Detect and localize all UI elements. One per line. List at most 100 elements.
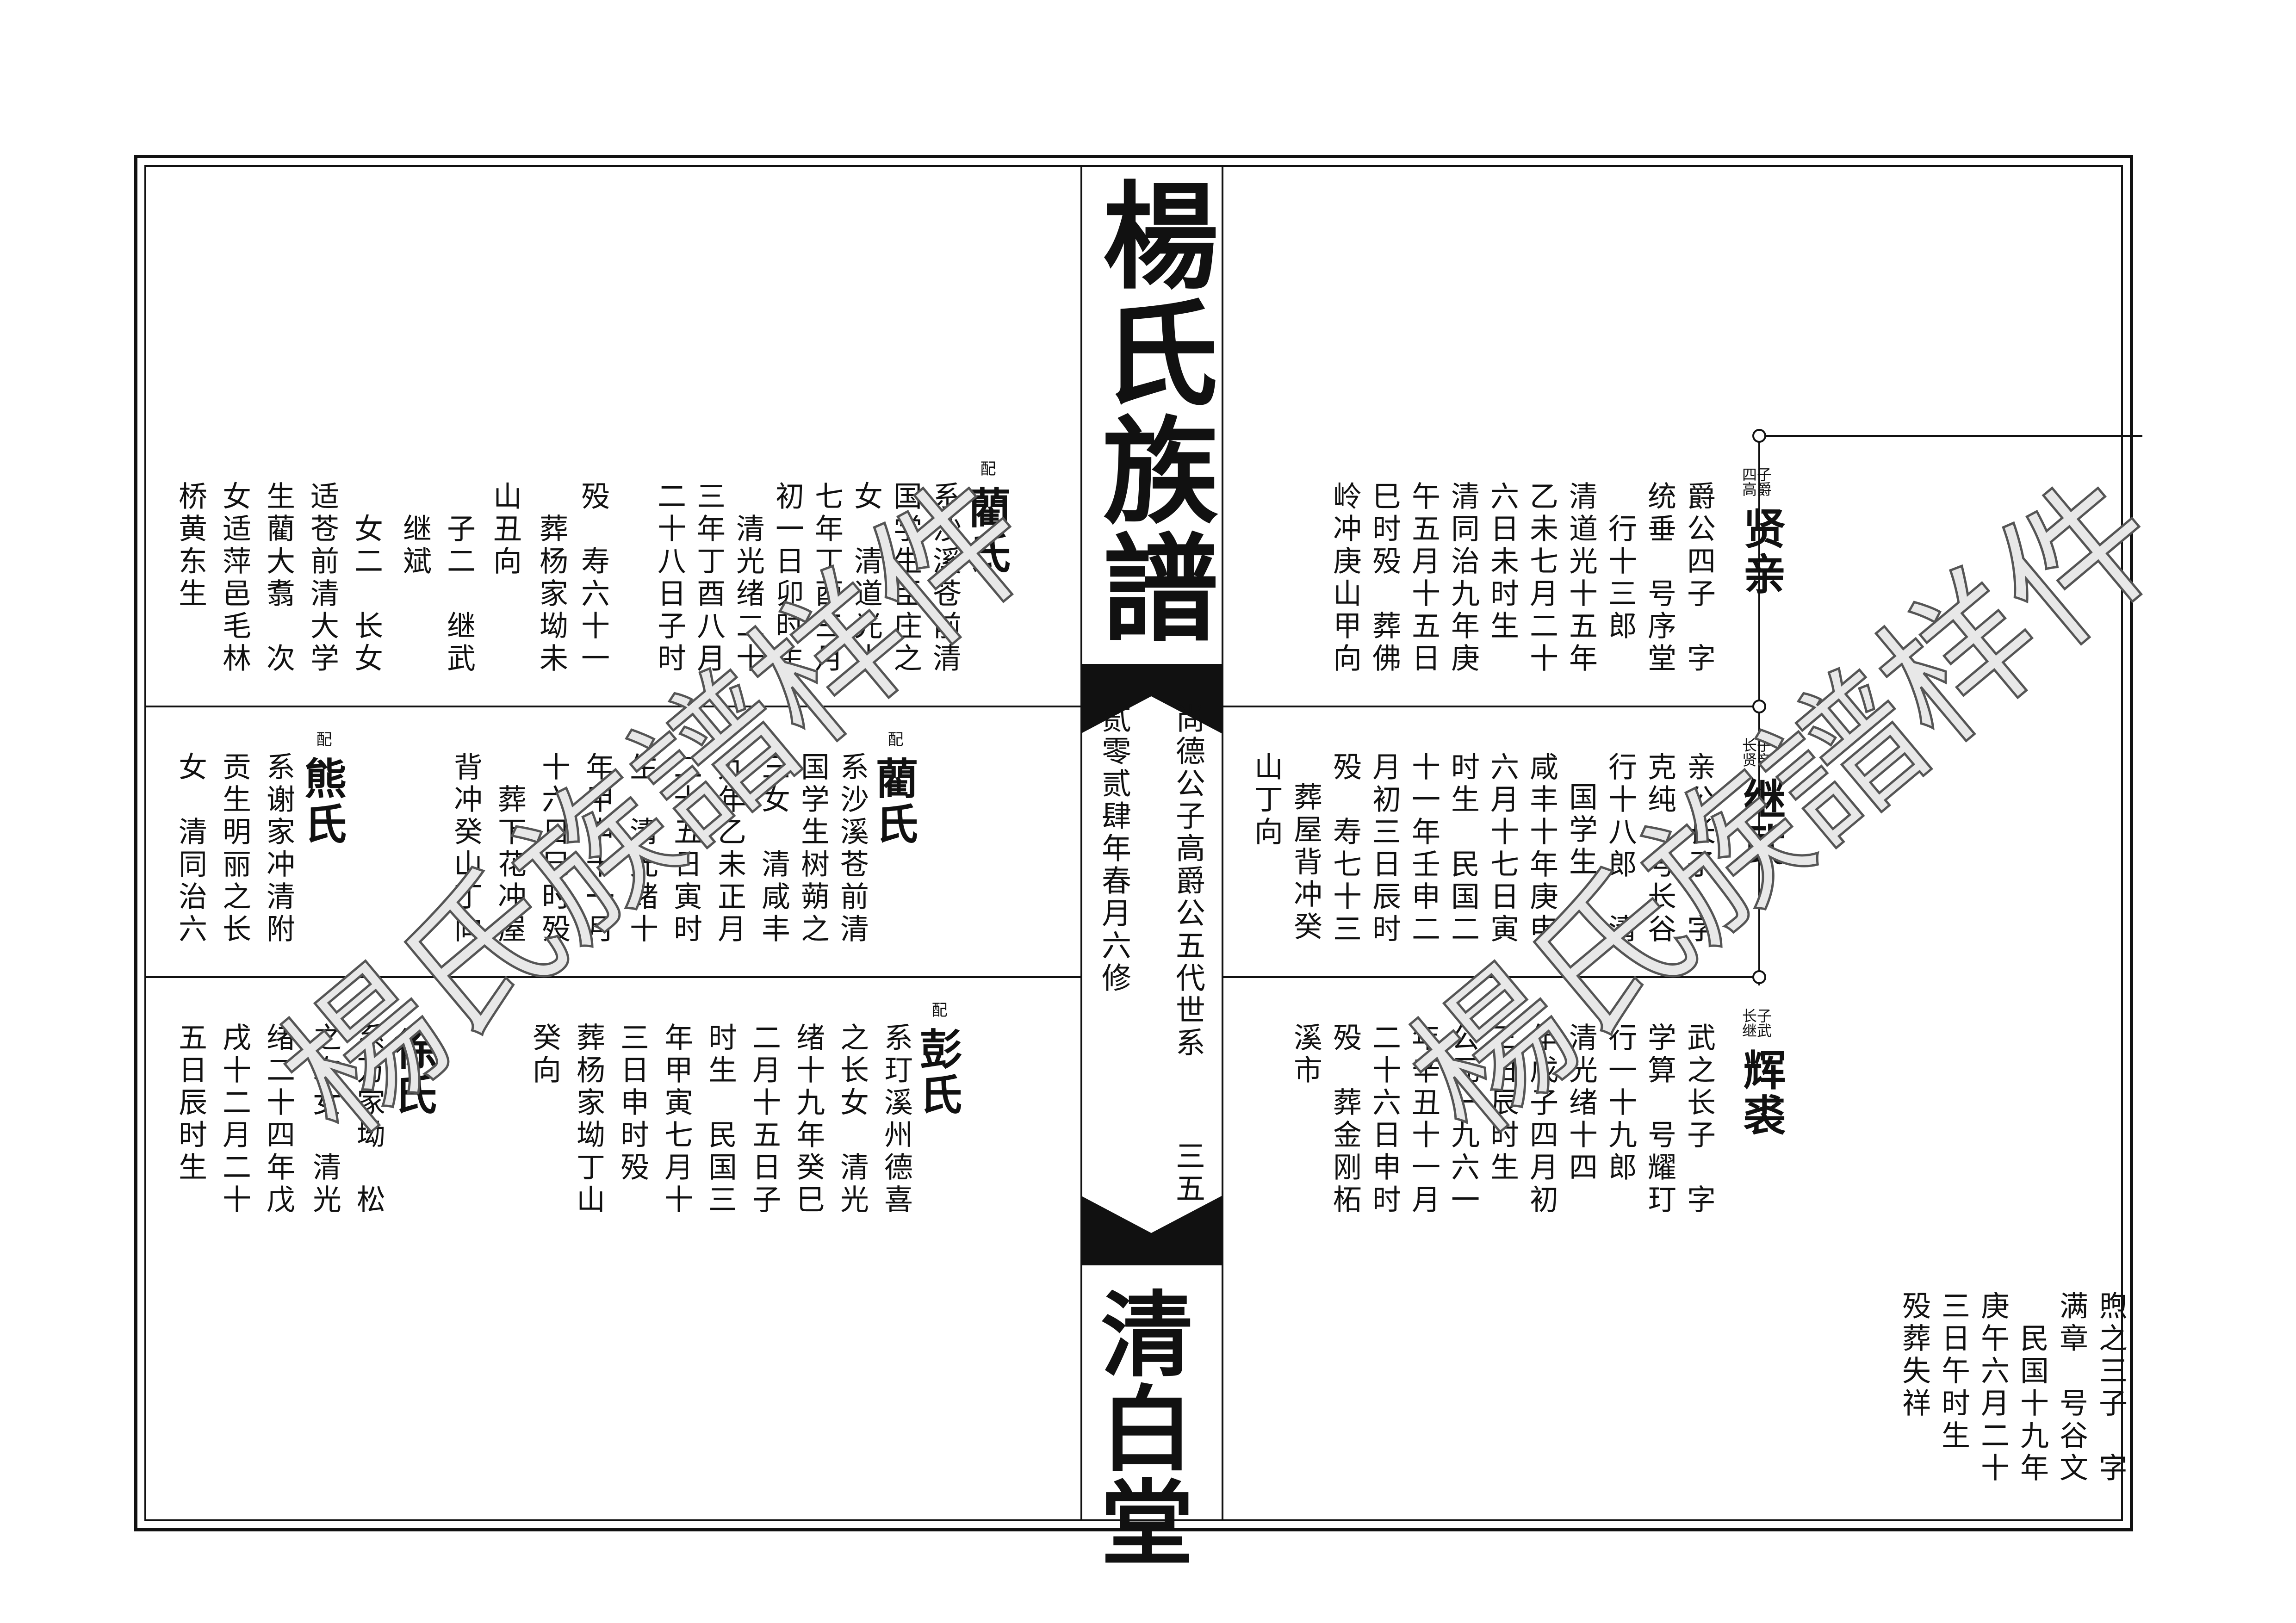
xianqin-bio-col: 爵公四子 字 <box>1682 481 1716 675</box>
children-col: 桥黄东生 <box>174 481 207 611</box>
spouse-bio-col: 之长女 清光 <box>835 1022 869 1217</box>
xianqin-bio-col: 岭冲庚山甲向 <box>1328 481 1362 675</box>
spouse-bio-col: 绪十九年癸巳 <box>791 1022 825 1217</box>
page-frame-inner <box>144 165 2123 1521</box>
spouse-bio-col: 二月十五日子 <box>747 1022 781 1217</box>
extra-bio-col: 三日午时生 <box>1936 1291 1970 1453</box>
spouse-name-middle: 藺氏 <box>869 756 918 847</box>
xianqin-title: 四子高爵 <box>1742 466 1772 498</box>
huiqiu-bio-col: 年戊子四月初 <box>1525 1022 1558 1217</box>
extra-bio-col: 煦之三子 字 <box>2094 1291 2128 1485</box>
spouse-bio-col: 葬下花冲屋 <box>493 784 527 946</box>
jiwu-bio-col: 行十八郎 清 <box>1603 752 1637 946</box>
jiwu-bio-col: 六月十七日寅 <box>1485 752 1519 946</box>
spouse-bio-col: 三日申时殁 <box>615 1022 649 1184</box>
spouse-bio-col: 背冲癸山丁向 <box>449 752 483 946</box>
spine-lineage: 尚德公子高爵公五代世系 <box>1171 703 1205 1059</box>
spouse-bio-col: 系沙溪苍前清 <box>835 752 869 946</box>
extra-bio-col: 殁葬失祥 <box>1897 1291 1931 1420</box>
spouse2-bio-col: 系谢家冲清附 <box>261 752 295 946</box>
spouse-bio-col: 系沙溪苍前清 <box>928 481 962 675</box>
huiqiu-bio-col: 清光绪十四 <box>1564 1022 1598 1184</box>
spine-band-decoration <box>1081 664 1222 1265</box>
spouse-bio-col: 国学生树蒴之 <box>796 752 830 946</box>
page-frame-outer <box>134 155 2133 1531</box>
spouse-label-bottom: 配 <box>929 1002 947 1017</box>
spouse2-label-middle: 配 <box>313 731 332 747</box>
spouse-bio-col: 山丑向 <box>488 481 522 578</box>
xianqin-bio-col: 清同治九年庚 <box>1446 481 1480 675</box>
spouse-label-middle: 配 <box>885 731 903 747</box>
spouse-name-bottom: 彭氏 <box>912 1027 962 1118</box>
huiqiu-bio-col: 三日辰时生 <box>1485 1022 1519 1184</box>
spouse-bio-col: 九年乙未正月 <box>713 752 746 946</box>
xianqin-bio-col: 清道光十五年 <box>1564 481 1598 675</box>
spouse-bio-col: 二十五日寅时 <box>669 752 702 946</box>
children-col: 适苍前清大学 <box>305 481 339 675</box>
jiwu-bio-col: 月初三日辰时 <box>1367 752 1401 946</box>
spouse-bio-col: 三年丁酉八月 <box>692 481 726 675</box>
jiwu-bio-col: 国学生 <box>1564 782 1598 879</box>
spouse-bio-col: 年甲申十一月 <box>581 752 614 946</box>
extra-bio-col: 民国十九年 <box>2015 1323 2049 1485</box>
huiqiu-title: 长子继武 <box>1742 1007 1772 1040</box>
extra-bio-col: 庚午六月二十 <box>1976 1291 2010 1485</box>
spouse2-bio-col: 绪二十四年戊 <box>261 1022 295 1217</box>
jiwu-bio-col: 殁 寿七十三 <box>1328 752 1362 946</box>
tree-node-xianqin <box>1752 429 1766 443</box>
huiqiu-bio-col: 二十六日申时 <box>1367 1022 1401 1217</box>
xianqin-bio-col: 六日未时生 <box>1485 481 1519 643</box>
spouse-bio-col: 生 清光绪十 <box>625 752 658 946</box>
xianqin-bio-col: 乙未七月二十 <box>1525 481 1558 675</box>
huiqiu-bio-col: 溪市 <box>1289 1022 1322 1087</box>
jiwu-bio-col: 十一年壬申二 <box>1407 752 1440 946</box>
right-row-divider-2 <box>1223 976 1760 978</box>
jiwu-bio-col: 咸丰十年庚申 <box>1525 752 1558 946</box>
tree-node-huiqiu <box>1752 970 1766 984</box>
left-row-divider-1 <box>146 706 1081 707</box>
xianqin-bio-col: 统垂 号序堂 <box>1643 481 1676 675</box>
huiqiu-bio-col: 年辛丑十一月 <box>1407 1022 1440 1217</box>
children-col: 女二 长女 <box>349 514 383 675</box>
children-col: 子二 继武 <box>442 514 476 675</box>
spouse-bio-col: 葬杨家坳丁山 <box>571 1022 605 1217</box>
spouse2-bio-col: 贡生明丽之长 <box>217 752 251 946</box>
huiqiu-bio-col: 殁 葬金刚柘 <box>1328 1022 1362 1217</box>
jiwu-name: 继武 <box>1736 777 1786 868</box>
children-col: 女适萍邑毛林 <box>217 481 251 675</box>
jiwu-bio-col: 亲公长子 字 <box>1682 752 1716 946</box>
spouse2-bio-col: 之次女 清光 <box>308 1022 341 1217</box>
left-row-divider-2 <box>146 976 1081 978</box>
spouse-bio-col: 女 清道光十 <box>849 481 883 675</box>
spouse-bio-col: 初一日卯时生 <box>770 481 804 675</box>
hall-name: 清白堂 <box>1085 1286 1192 1569</box>
spouse-bio-col: 七年丁酉三月 <box>810 481 844 675</box>
tree-node-jiwu <box>1752 700 1766 713</box>
jiwu-bio-col: 葬屋背冲癸 <box>1289 782 1322 944</box>
spouse2-name-middle: 熊氏 <box>297 756 347 847</box>
huiqiu-bio-col: 学算 号耀玎 <box>1643 1022 1676 1217</box>
spouse-bio-col: 癸向 <box>527 1022 561 1087</box>
huiqiu-bio-col: 行一十九郎 <box>1603 1022 1637 1184</box>
tree-trunk <box>1758 442 1760 985</box>
spouse-label-top: 配 <box>977 460 996 476</box>
genealogy-title: 楊氏族譜 <box>1083 176 1217 646</box>
spouse-bio-col: 殁 寿六十一 <box>576 481 610 675</box>
xianqin-bio-col: 午五月十五日 <box>1407 481 1440 675</box>
children-col: 继斌 <box>398 514 432 578</box>
jiwu-bio-col: 时生 民国二 <box>1446 752 1480 946</box>
spouse2-bio-col: 五日辰时生 <box>174 1022 207 1184</box>
spouse2-bio-col: 女 清同治六 <box>174 752 207 946</box>
spouse-bio-col: 国学生臣庄之 <box>888 481 922 675</box>
spouse-bio-col: 年甲寅七月十 <box>659 1022 693 1217</box>
spouse2-bio-col: 系万家坳 松 <box>352 1022 385 1217</box>
huiqiu-bio-col: 公元一九六一 <box>1446 1022 1480 1217</box>
huiqiu-bio-col: 武之长子 字 <box>1682 1022 1716 1217</box>
spouse2-bio-col: 戌十二月二十 <box>217 1022 251 1217</box>
children-col: 生藺大翥 次 <box>261 481 295 675</box>
spine-left-border <box>1080 165 1082 1521</box>
spouse-bio-col: 系玎溪州德喜 <box>879 1022 913 1217</box>
jiwu-bio-col: 克纯 号长谷 <box>1643 752 1676 946</box>
xianqin-bio-col: 行十三郎 <box>1603 514 1637 643</box>
spouse-bio-col: 葬杨家坳未 <box>534 514 568 675</box>
